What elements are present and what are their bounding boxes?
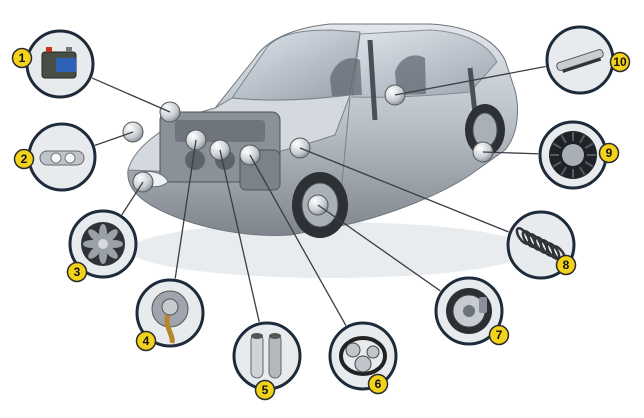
car-shadow: [130, 222, 530, 278]
number-badge: [598, 142, 620, 164]
car-illustration: [122, 23, 530, 278]
engine-oil-icon: [151, 290, 189, 344]
tire-icon-tread: [579, 134, 586, 144]
radiator-fan-icon-blade: [103, 229, 118, 244]
callout-10: 10: [545, 25, 631, 95]
battery-icon-terminal: [46, 47, 52, 52]
engine-oil-icon-stream: [164, 314, 175, 344]
number-badge-label: 2: [21, 152, 28, 166]
number-badge-label: 7: [496, 328, 503, 342]
leader-line: [299, 147, 511, 234]
car-seat: [395, 55, 426, 95]
tire-icon: [549, 131, 597, 179]
wiper-blade-icon: [556, 49, 604, 73]
leader-line: [219, 149, 261, 324]
headlight-bulb-icon-glass: [64, 152, 76, 164]
exhaust-pipe-icon: [250, 333, 282, 379]
tire-icon-tread: [584, 142, 594, 149]
tire-icon-tread: [584, 161, 594, 168]
callout-7: 7: [434, 276, 510, 346]
headlight-bulb-icon-glass: [50, 152, 62, 164]
exhaust-pipe-icon: [250, 333, 264, 379]
callout-6: 6: [328, 321, 398, 395]
leader-line: [92, 131, 134, 147]
number-badge: [367, 373, 389, 395]
leader-lines: [89, 65, 548, 328]
leader-line: [317, 204, 443, 293]
number-badge-label: 4: [143, 334, 150, 348]
wiper-blade-icon-rubber: [562, 57, 602, 73]
number-badge-label: 1: [19, 51, 26, 65]
coil-spring-icon: [515, 227, 567, 263]
tire-icon-tread: [560, 166, 567, 176]
number-badge: [488, 324, 510, 346]
tire-icon-tread: [579, 166, 586, 176]
number-badge: [135, 330, 157, 352]
leader-line: [482, 151, 541, 155]
callout-5: 5: [232, 321, 302, 401]
headlight-bulb-icon: [39, 150, 85, 166]
brake-disc-icon-caliper: [479, 297, 487, 313]
drive-belt-icon-pulley: [345, 342, 361, 358]
callout-2: 2: [13, 122, 97, 192]
drive-belt-icon-pulley: [354, 355, 372, 373]
callout-9: 9: [538, 120, 620, 190]
number-badge: [66, 261, 88, 283]
radiator-fan-icon: [81, 222, 125, 266]
callout-circle: [232, 321, 302, 391]
tire-icon-tread: [560, 134, 567, 144]
radiator-fan-icon-blade: [88, 229, 103, 244]
callout-group: 1 2 3 4 5 6 7 8 9 10: [11, 25, 631, 401]
exhaust-pipe-icon: [268, 333, 282, 379]
battery-icon: [41, 47, 77, 79]
battery-icon-terminal: [66, 47, 72, 52]
brake-disc-icon: [446, 288, 492, 334]
drive-belt-icon: [339, 336, 387, 376]
exhaust-pipe-icon-opening: [251, 333, 263, 339]
front-strut: [367, 39, 378, 121]
battery-icon-label: [56, 58, 76, 72]
callout-3: 3: [66, 209, 138, 283]
number-badge: [254, 379, 276, 401]
callout-1: 1: [11, 29, 95, 99]
number-badge-label: 8: [563, 258, 570, 272]
number-badge: [609, 51, 631, 73]
number-badge: [11, 47, 33, 69]
leader-line: [249, 154, 348, 328]
tire-icon-tread: [552, 161, 562, 168]
number-badge-label: 5: [262, 383, 269, 397]
drive-belt-icon-pulley: [366, 345, 380, 359]
callout-4: 4: [135, 278, 205, 352]
number-badge-label: 6: [375, 377, 382, 391]
number-badge-label: 9: [606, 146, 613, 160]
number-badge-label: 3: [74, 265, 81, 279]
leader-line: [394, 65, 548, 96]
tire-icon-rim: [562, 144, 584, 166]
radiator-fan-icon-hub: [98, 239, 108, 249]
number-badge: [13, 148, 35, 170]
radiator-fan-icon-blade: [103, 244, 118, 259]
car-seat: [330, 58, 362, 96]
leader-line: [174, 139, 197, 281]
number-badge: [555, 254, 577, 276]
tire-icon-tread: [552, 142, 562, 149]
number-badge-label: 10: [613, 55, 627, 69]
leader-line: [89, 76, 171, 113]
exhaust-pipe-icon-opening: [269, 333, 281, 339]
brake-disc-icon-hub: [463, 305, 475, 317]
leader-line: [120, 181, 144, 217]
headlight-bulb-icon: [39, 150, 85, 166]
drive-belt-icon: [339, 336, 387, 376]
radiator-fan-icon-blade: [88, 244, 103, 259]
callout-8: 8: [506, 210, 577, 280]
engine-oil-icon-cap: [161, 298, 179, 316]
